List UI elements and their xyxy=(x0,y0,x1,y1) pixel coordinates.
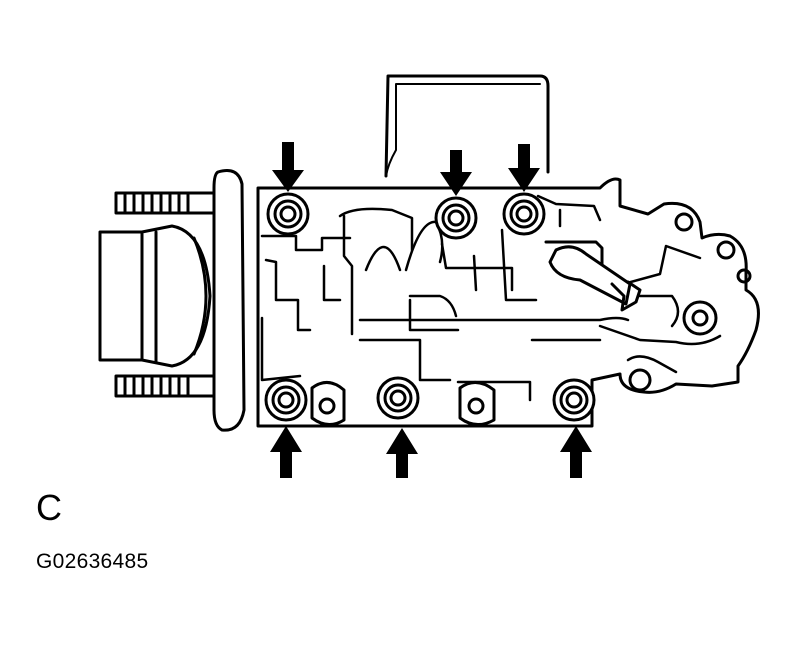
main-housing xyxy=(256,177,760,428)
bolt-bottom-2 xyxy=(376,376,420,420)
mounting-holes xyxy=(628,212,752,392)
mounting-flange xyxy=(212,169,246,432)
figure-code: G02636485 xyxy=(36,550,149,573)
arrow-up-icon xyxy=(386,428,418,478)
top-boss xyxy=(384,74,550,178)
hose-fitting xyxy=(544,240,642,312)
bolt-top-1 xyxy=(266,192,310,236)
inlet-tube xyxy=(98,224,212,368)
arrow-up-icon xyxy=(560,426,592,478)
threaded-stud-top xyxy=(114,191,222,215)
bottom-lugs xyxy=(310,381,496,426)
threaded-stud-bottom xyxy=(114,374,222,398)
bolt-top-3 xyxy=(502,192,546,236)
view-letter: C xyxy=(36,487,62,528)
bolt-bottom-1 xyxy=(264,378,308,422)
arrow-down-icon xyxy=(440,150,472,196)
bolt-top-2 xyxy=(434,196,478,240)
arrow-down-icon xyxy=(508,144,540,192)
arrow-down-icon xyxy=(272,142,304,192)
arrow-up-icon xyxy=(270,426,302,478)
bolt-bottom-3 xyxy=(552,378,596,422)
